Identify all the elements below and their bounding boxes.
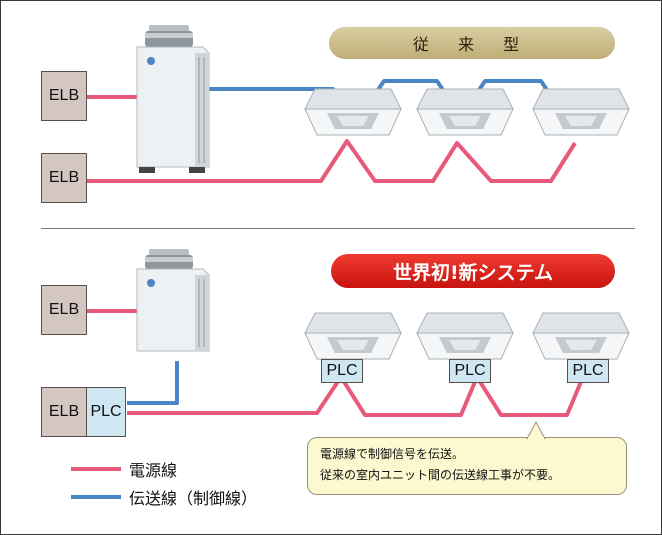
elb-box-top-2: ELB [41, 153, 87, 203]
outdoor-unit-icon [136, 249, 210, 352]
plc-box-unit-2: PLC [449, 359, 491, 383]
callout-line-1: 電源線で制御信号を伝送。 [320, 447, 465, 461]
plc-box-unit-1: PLC [321, 359, 363, 383]
plc-box-main: PLC [86, 387, 126, 437]
power-line-bottom-plc [127, 375, 585, 417]
plc-box-unit-3: PLC [567, 359, 609, 383]
transmission-line-swatch [71, 495, 121, 499]
ceiling-cassette-icon [304, 88, 402, 136]
ceiling-cassette-icon [532, 88, 630, 136]
elb-box-bottom-2: ELB [41, 387, 87, 437]
callout-line-2: 従来の室内ユニット間の伝送線工事が不要。 [320, 468, 561, 482]
callout-note: 電源線で制御信号を伝送。 従来の室内ユニット間の伝送線工事が不要。 [307, 437, 627, 495]
callout-pointer [526, 421, 546, 439]
elb-box-top-1: ELB [41, 71, 87, 121]
elb-box-bottom-1: ELB [41, 285, 87, 335]
legend-transmission-line: 伝送線（制御線） [71, 485, 257, 509]
legend-power-line: 電源線 [71, 457, 177, 481]
section-divider [41, 228, 635, 229]
power-line-swatch [71, 467, 121, 471]
outdoor-unit-icon [136, 25, 210, 173]
transmission-line-bottom [127, 361, 179, 405]
ceiling-cassette-icon [416, 88, 514, 136]
legend-power-label: 電源線 [129, 461, 178, 480]
ceiling-cassette-icon [532, 312, 630, 360]
ceiling-cassette-icon [304, 312, 402, 360]
legend-transmission-label: 伝送線（制御線） [129, 489, 258, 508]
conventional-label: 従 来 型 [329, 27, 615, 59]
power-line-top-elb2 [85, 139, 577, 183]
new-system-label: 世界初!新システム [331, 254, 615, 288]
ceiling-cassette-icon [416, 312, 514, 360]
